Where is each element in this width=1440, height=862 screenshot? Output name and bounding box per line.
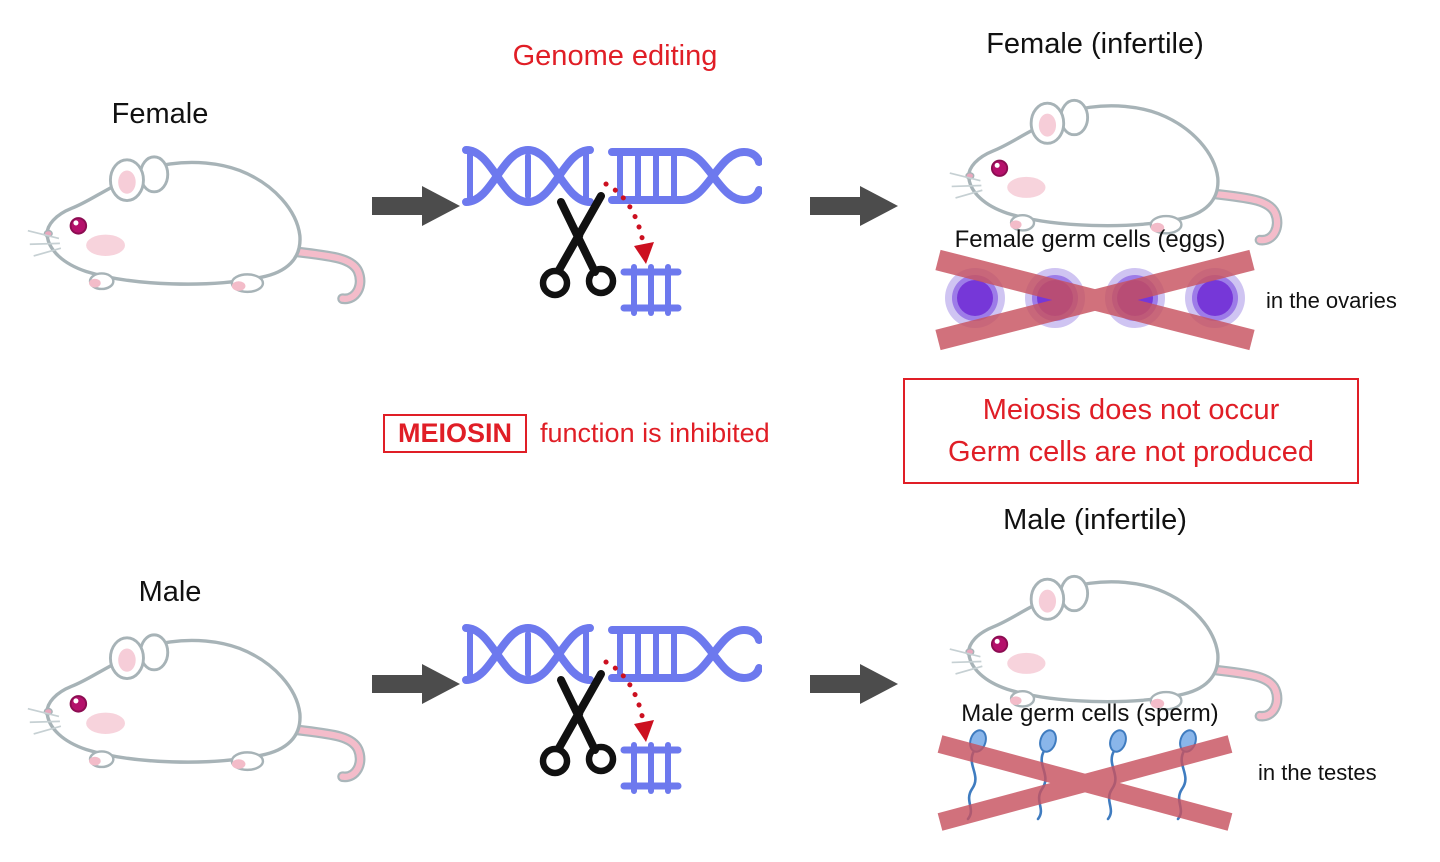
dna-editing-icon	[462, 618, 762, 813]
genome-editing-title: Genome editing	[512, 40, 718, 72]
female-mouse-icon	[18, 118, 368, 322]
crossed-eggs-icon	[935, 249, 1255, 351]
arrow-right-icon	[372, 184, 462, 228]
red-cross-icon	[937, 735, 1233, 831]
in-the-ovaries-label: in the ovaries	[1266, 288, 1397, 313]
male-label: Male	[138, 576, 202, 608]
crossed-sperm-icon	[937, 727, 1233, 831]
dna-editing-icon	[462, 140, 762, 335]
male-mouse-icon	[18, 596, 368, 800]
male-germ-cells-label: Male germ cells (sperm)	[961, 700, 1219, 727]
meiosin-caption: MEIOSIN function is inhibited	[383, 414, 770, 453]
meiosin-effect-text: function is inhibited	[540, 418, 770, 448]
arrow-right-icon	[372, 662, 462, 706]
male-infertile-label: Male (infertile)	[1003, 504, 1187, 536]
red-cross-icon	[935, 249, 1255, 351]
result-line-1: Meiosis does not occur	[982, 393, 1280, 426]
result-line-2: Germ cells are not produced	[948, 436, 1314, 468]
meiosin-gene-box: MEIOSIN	[383, 414, 528, 453]
female-germ-cells-label: Female germ cells (eggs)	[954, 226, 1226, 253]
arrow-right-icon	[810, 184, 900, 228]
arrow-right-icon	[810, 662, 900, 706]
female-label: Female	[111, 98, 209, 130]
female-infertile-label: Female (infertile)	[986, 28, 1204, 60]
result-box: Meiosis does not occur Germ cells are no…	[903, 378, 1359, 484]
in-the-testes-label: in the testes	[1258, 760, 1377, 785]
